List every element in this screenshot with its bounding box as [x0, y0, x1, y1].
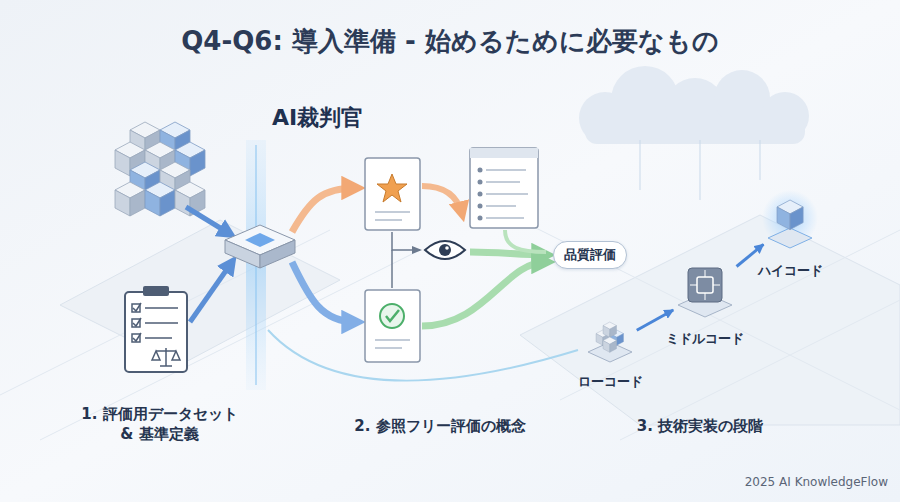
section-heading: AI裁判官: [272, 103, 432, 133]
node-text: ハイコード: [758, 262, 823, 280]
step-label: 2. 参照フリー評価の概念: [330, 416, 550, 436]
quality-eval-pill: 品質評価: [553, 241, 627, 269]
stage-arrow: [637, 310, 674, 330]
low-code-stage: ローコード: [585, 325, 635, 365]
node-text: 品質評価: [564, 246, 616, 264]
step-label: 1. 評価用データセット & 基準定義: [78, 404, 241, 445]
step-label: 3. 技術実装の段階: [590, 416, 810, 436]
node-text: ミドルコード: [666, 330, 744, 348]
watermark: 2025 AI KnowledgeFlow: [690, 474, 888, 490]
page-title: Q4-Q6: 導入準備 - 始めるために必要なもの: [0, 24, 900, 59]
mid-code-stage: ミドルコード: [675, 265, 735, 320]
high-code-stage: ハイコード: [765, 195, 815, 250]
node-text: ローコード: [578, 373, 643, 391]
